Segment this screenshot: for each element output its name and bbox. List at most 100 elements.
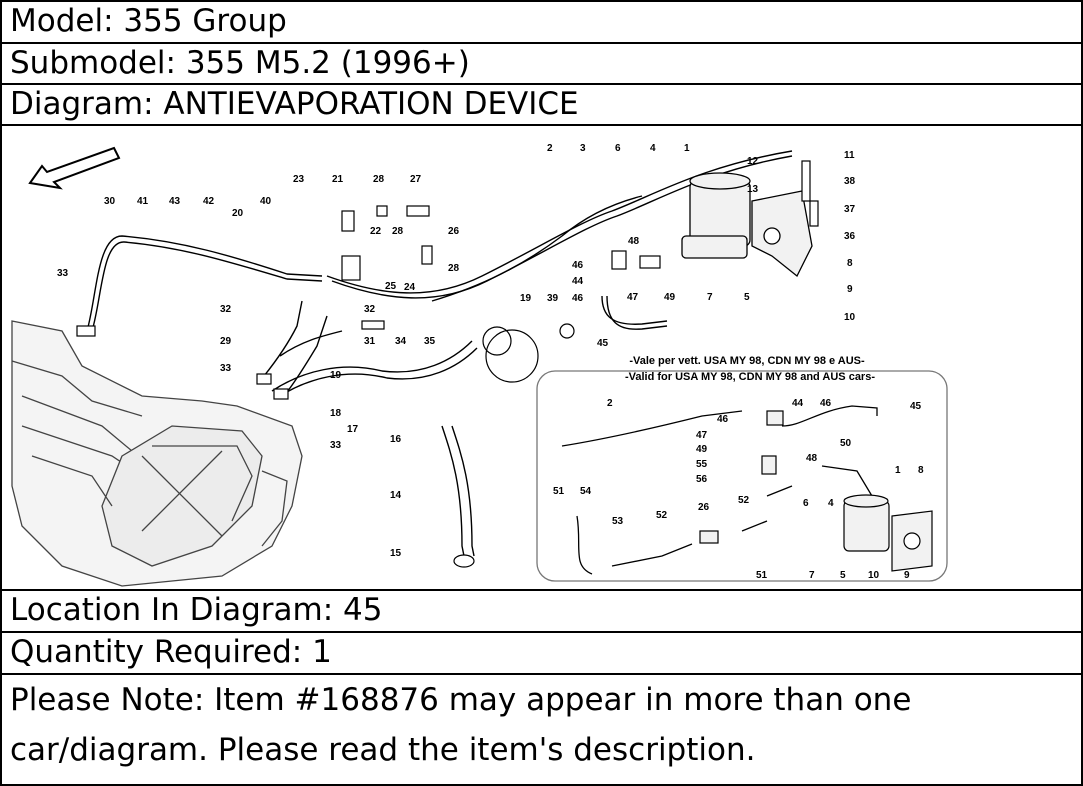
- note-line-2: car/diagram. Please read the item's desc…: [10, 732, 756, 768]
- svg-text:50: 50: [840, 438, 852, 449]
- svg-text:31: 31: [364, 336, 376, 347]
- svg-text:10: 10: [844, 312, 856, 323]
- parts-diagram: -Vale per vett. USA MY 98, CDN MY 98 e A…: [2, 126, 1081, 591]
- svg-text:30: 30: [104, 196, 116, 207]
- svg-text:46: 46: [820, 398, 832, 409]
- svg-text:6: 6: [803, 498, 809, 509]
- svg-text:48: 48: [628, 236, 640, 247]
- svg-text:55: 55: [696, 459, 708, 470]
- svg-text:10: 10: [868, 570, 880, 581]
- exploded-view-drawing: -Vale per vett. USA MY 98, CDN MY 98 e A…: [11, 143, 948, 587]
- svg-text:49: 49: [664, 292, 676, 303]
- inset-caption-it: -Vale per vett. USA MY 98, CDN MY 98 e A…: [629, 355, 865, 367]
- note-text: Please Note: Item #168876 may appear in …: [2, 675, 1081, 784]
- direction-arrow-icon: [28, 146, 121, 190]
- svg-text:53: 53: [612, 516, 624, 527]
- svg-text:28: 28: [392, 226, 404, 237]
- svg-text:7: 7: [707, 292, 713, 303]
- svg-text:54: 54: [580, 486, 592, 497]
- svg-text:24: 24: [404, 282, 416, 293]
- svg-text:32: 32: [364, 304, 376, 315]
- svg-text:44: 44: [792, 398, 804, 409]
- location-label: Location In Diagram: 45: [2, 591, 1081, 633]
- svg-text:47: 47: [696, 430, 708, 441]
- svg-text:46: 46: [717, 414, 729, 425]
- svg-text:1: 1: [895, 465, 901, 476]
- svg-text:47: 47: [627, 292, 639, 303]
- svg-text:5: 5: [744, 292, 750, 303]
- inset-callout-labels: 2 46 44 46 45 47 49 55 56 48 50 1 8 51 5…: [553, 398, 924, 581]
- inset-caption-en: -Valid for USA MY 98, CDN MY 98 and AUS …: [625, 371, 875, 383]
- svg-text:28: 28: [373, 174, 385, 185]
- submodel-label: Submodel: 355 M5.2 (1996+): [2, 44, 1081, 85]
- svg-text:34: 34: [395, 336, 407, 347]
- svg-text:56: 56: [696, 474, 708, 485]
- svg-text:9: 9: [904, 570, 910, 581]
- model-label: Model: 355 Group: [2, 2, 1081, 44]
- svg-text:4: 4: [828, 498, 834, 509]
- svg-text:48: 48: [806, 453, 818, 464]
- svg-text:52: 52: [738, 495, 750, 506]
- svg-text:21: 21: [332, 174, 344, 185]
- svg-text:33: 33: [330, 440, 342, 451]
- svg-text:26: 26: [698, 502, 710, 513]
- svg-text:15: 15: [390, 548, 402, 559]
- svg-text:44: 44: [572, 276, 584, 287]
- svg-text:45: 45: [910, 401, 922, 412]
- svg-text:40: 40: [260, 196, 272, 207]
- svg-text:33: 33: [57, 268, 69, 279]
- svg-text:26: 26: [448, 226, 460, 237]
- svg-text:16: 16: [390, 434, 402, 445]
- svg-text:52: 52: [656, 510, 668, 521]
- svg-text:19: 19: [520, 293, 532, 304]
- svg-text:6: 6: [615, 143, 621, 154]
- svg-text:23: 23: [293, 174, 305, 185]
- svg-text:39: 39: [547, 293, 559, 304]
- svg-text:22: 22: [370, 226, 382, 237]
- note-line-1: Please Note: Item #168876 may appear in …: [10, 682, 912, 718]
- svg-text:14: 14: [390, 490, 402, 501]
- svg-text:29: 29: [220, 336, 232, 347]
- svg-text:43: 43: [169, 196, 181, 207]
- svg-text:38: 38: [844, 176, 856, 187]
- svg-text:41: 41: [137, 196, 149, 207]
- inset-panel: -Vale per vett. USA MY 98, CDN MY 98 e A…: [536, 355, 948, 582]
- svg-text:36: 36: [844, 231, 856, 242]
- svg-text:42: 42: [203, 196, 215, 207]
- svg-text:8: 8: [918, 465, 924, 476]
- callout-labels: 2 3 6 4 1 11 12 38 13 37 36 8 9 10 5 7 4…: [57, 143, 856, 559]
- svg-text:20: 20: [232, 208, 244, 219]
- hose-lines: [86, 150, 793, 557]
- svg-text:27: 27: [410, 174, 422, 185]
- svg-text:46: 46: [572, 293, 584, 304]
- svg-text:49: 49: [696, 444, 708, 455]
- diagram-title: Diagram: ANTIEVAPORATION DEVICE: [2, 85, 1081, 126]
- svg-text:2: 2: [607, 398, 613, 409]
- fuel-tank: [11, 320, 303, 587]
- svg-text:11: 11: [844, 150, 855, 161]
- svg-text:5: 5: [840, 570, 846, 581]
- svg-text:32: 32: [220, 304, 232, 315]
- quantity-label: Quantity Required: 1: [2, 633, 1081, 675]
- svg-text:45: 45: [597, 338, 609, 349]
- svg-text:28: 28: [448, 263, 460, 274]
- svg-text:4: 4: [650, 143, 656, 154]
- svg-text:51: 51: [756, 570, 768, 581]
- svg-text:12: 12: [747, 156, 759, 167]
- svg-text:46: 46: [572, 260, 584, 271]
- svg-text:13: 13: [747, 184, 759, 195]
- svg-text:9: 9: [847, 284, 853, 295]
- svg-text:37: 37: [844, 204, 856, 215]
- fittings: [76, 160, 819, 568]
- svg-text:1: 1: [684, 143, 690, 154]
- svg-text:19: 19: [330, 370, 342, 381]
- svg-text:2: 2: [547, 143, 553, 154]
- svg-text:51: 51: [553, 486, 565, 497]
- svg-text:25: 25: [385, 281, 397, 292]
- svg-text:3: 3: [580, 143, 586, 154]
- svg-text:33: 33: [220, 363, 232, 374]
- svg-text:8: 8: [847, 258, 853, 269]
- svg-text:17: 17: [347, 424, 359, 435]
- svg-text:35: 35: [424, 336, 436, 347]
